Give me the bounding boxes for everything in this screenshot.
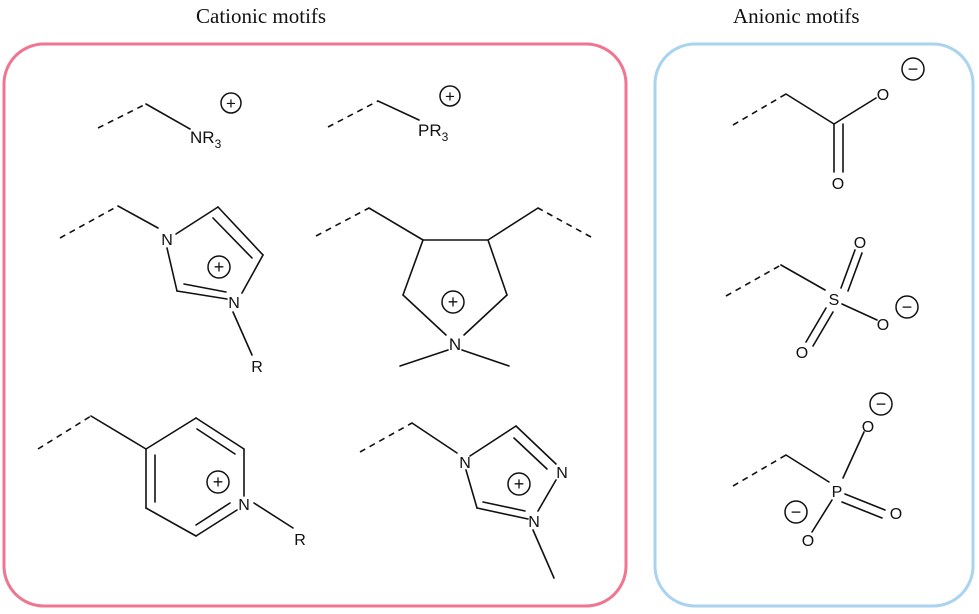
anionic-panel <box>653 42 975 608</box>
nitrogen-atom: N <box>556 465 568 482</box>
cationic-panel <box>2 42 628 608</box>
nitrogen-atom: N <box>528 514 540 531</box>
r-group: R <box>294 532 306 549</box>
oxygen-atom: O <box>890 506 902 523</box>
plus-charge: + <box>445 87 455 106</box>
oxygen-atom: O <box>854 235 866 252</box>
sulfur-atom: S <box>829 292 840 309</box>
oxygen-atom: O <box>802 533 814 550</box>
pr3-label: PR3 <box>418 121 449 144</box>
imidazolium-motif: N N R + <box>59 205 264 376</box>
minus-charge: − <box>902 297 913 317</box>
nitrogen-atom: N <box>449 335 461 354</box>
pyrrolidinium-motif: N + <box>315 207 592 367</box>
nitrogen-atom: N <box>161 232 173 249</box>
plus-charge: + <box>213 472 224 492</box>
nr3-label: NR3 <box>190 128 222 151</box>
oxygen-atom: O <box>862 419 874 436</box>
nitrogen-atom: N <box>228 295 240 312</box>
nitrogen-atom: N <box>238 497 250 514</box>
phosphate-motif: P O O O − − <box>732 392 902 550</box>
nitrogen-atom: N <box>459 455 471 472</box>
phosphonium-motif: PR3 + <box>327 85 461 144</box>
cationic-motifs-heading: Cationic motifs <box>196 4 327 28</box>
minus-charge: − <box>791 502 802 522</box>
plus-charge: + <box>226 94 236 113</box>
minus-charge: − <box>876 394 887 414</box>
sulfonate-motif: S O O O − <box>725 235 919 362</box>
pyridinium-motif: N R + <box>37 415 306 549</box>
phosphorus-atom: P <box>832 484 843 501</box>
anionic-motifs-heading: Anionic motifs <box>733 4 860 28</box>
oxygen-atom: O <box>877 87 889 104</box>
ammonium-motif: NR3 + <box>97 92 242 151</box>
plus-charge: + <box>214 257 225 277</box>
oxygen-atom: O <box>796 345 808 362</box>
oxygen-atom: O <box>877 317 889 334</box>
triazolium-motif: N N N + <box>359 422 568 579</box>
plus-charge: + <box>448 292 459 312</box>
plus-charge: + <box>514 474 525 494</box>
r-group: R <box>251 359 263 376</box>
minus-charge: − <box>908 59 919 79</box>
oxygen-atom: O <box>832 176 844 193</box>
carboxylate-motif: O O − <box>732 57 925 193</box>
